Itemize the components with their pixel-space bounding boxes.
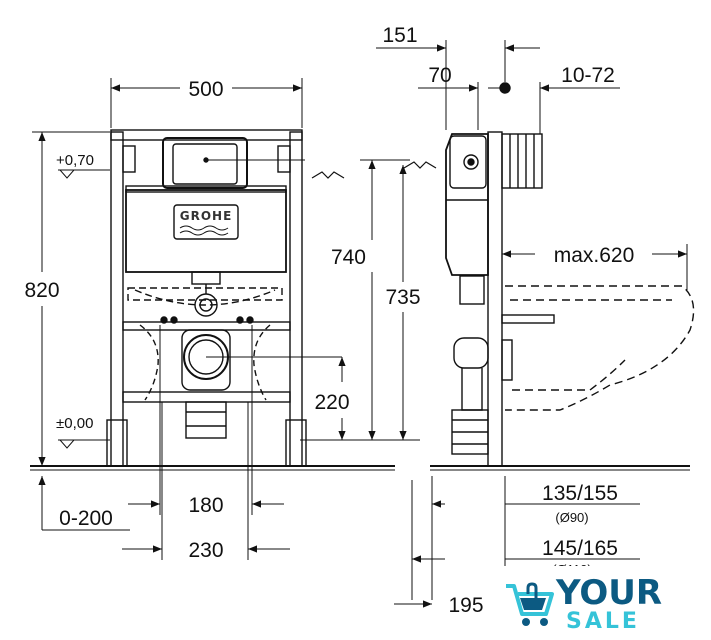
dimension-lines [32, 40, 688, 608]
logo-text-sale: SALE [566, 609, 640, 634]
dim-total-height: 820 [24, 279, 59, 302]
dim-wall-depth: 151 [382, 24, 417, 47]
side-view [311, 82, 695, 471]
dim-depth-70: 70 [428, 64, 451, 87]
frame-right-post [289, 131, 303, 467]
dim-spacing-230: 230 [188, 539, 223, 562]
dim-cistern-height: 740 [331, 246, 366, 269]
brand-label: GROHE [180, 209, 233, 223]
dim-depth-195: 195 [448, 594, 483, 617]
yoursale-logo: YOUR SALE [496, 566, 668, 638]
shopping-cart-hand-icon [506, 582, 554, 626]
level-zero-label: ±0,00 [56, 415, 93, 432]
front-view [30, 129, 395, 471]
frame-post-side [487, 131, 503, 467]
level-plus-label: +0,70 [56, 152, 94, 169]
supply-pipe [501, 133, 543, 189]
dim-drain-90: (Ø90) [555, 510, 588, 525]
dim-spacing-180: 180 [188, 494, 223, 517]
dim-drain-height: 220 [314, 391, 349, 414]
logo-text-your: YOUR [555, 573, 662, 613]
drain-elbow-front [181, 329, 231, 391]
actuator-frame [162, 137, 248, 189]
dim-floor-range: 0-200 [59, 507, 113, 530]
dim-max-projection: max.620 [554, 244, 635, 267]
frame-left-post [110, 131, 124, 467]
dim-frame-width: 500 [188, 78, 223, 101]
dim-pipe-offset: 10-72 [561, 64, 615, 87]
dim-inlet-height: 735 [385, 286, 420, 309]
frame-top-rail [110, 129, 303, 141]
brand-plate [173, 204, 239, 240]
dim-drain-145: 145/165 [542, 537, 618, 560]
dim-drain-135: 135/155 [542, 482, 618, 505]
cistern-body [125, 189, 287, 273]
